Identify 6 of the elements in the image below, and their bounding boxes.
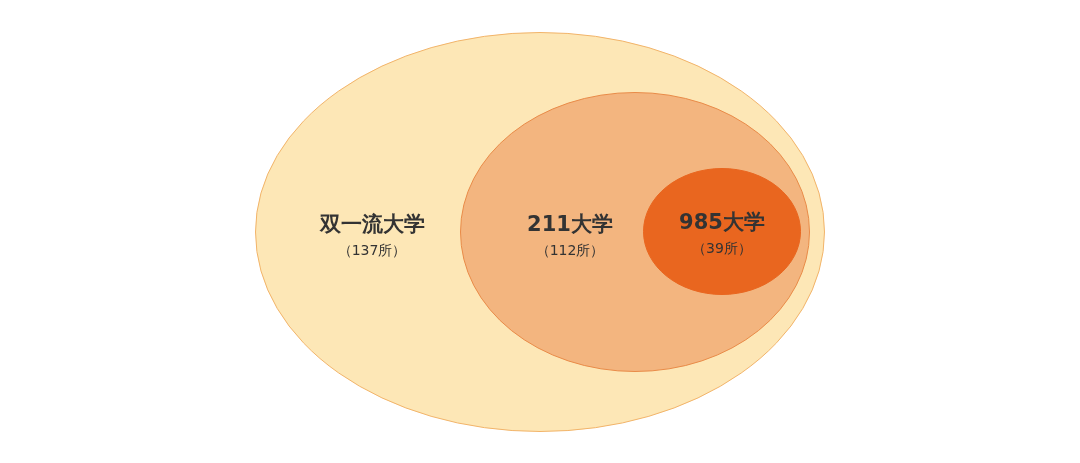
set-name: 211大学 [527, 211, 613, 238]
count-label: （112所） [535, 242, 605, 260]
count-label: （39所） [692, 240, 752, 258]
set-name: 双一流大学 [319, 211, 425, 238]
count-label: （137所） [337, 242, 407, 260]
set-name: 985大学 [679, 209, 765, 236]
